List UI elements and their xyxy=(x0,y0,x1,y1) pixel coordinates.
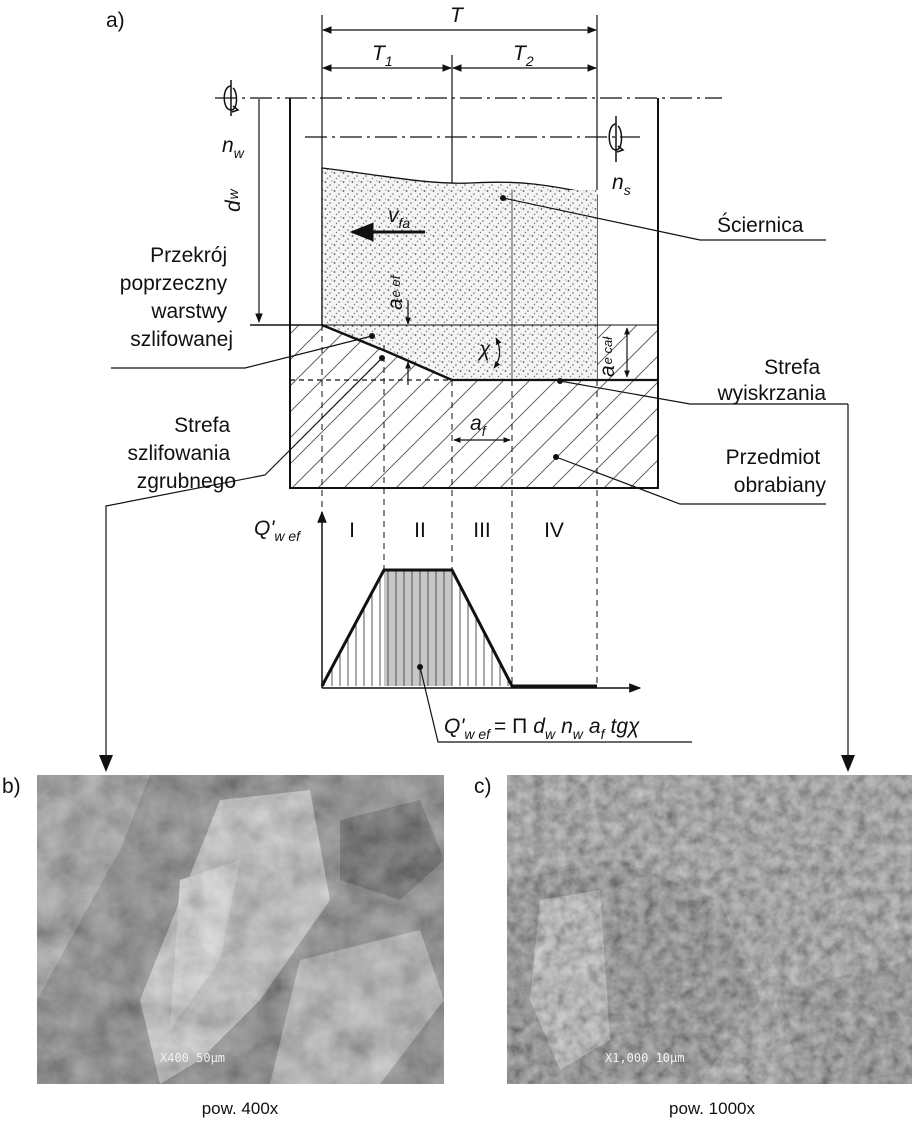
micrograph-b: X400 50μm xyxy=(37,775,444,1084)
micrograph-c-scale: X1,000 10μm xyxy=(605,1051,684,1065)
micrograph-b-scale: X400 50μm xyxy=(160,1051,225,1065)
label-chi: χ xyxy=(477,338,491,361)
ground-layer-section xyxy=(290,325,452,380)
label-ns: ns xyxy=(612,171,631,198)
formula-leader xyxy=(419,666,692,743)
graph-ylabel: Q'w ef xyxy=(254,517,302,544)
rotation-ns-icon xyxy=(608,116,625,162)
label-T2: T2 xyxy=(513,42,534,69)
leader-lines xyxy=(105,197,849,755)
panel-label-a: a) xyxy=(106,9,125,32)
caption-c: pow. 1000x xyxy=(669,1099,756,1118)
rotation-nw-icon xyxy=(223,80,240,116)
label-T: T xyxy=(450,4,465,27)
label-nw: nw xyxy=(222,134,245,161)
label-ae-cal: ae cał xyxy=(596,336,619,377)
label-rough-grinding: Strefa szlifowania zgrubnego xyxy=(127,414,236,493)
arrow-to-panel-b xyxy=(99,755,113,772)
label-workpiece: Przedmiot obrabiany xyxy=(726,446,827,497)
label-section: Przekrój poprzeczny warstwy szlifowanej xyxy=(120,244,233,351)
label-T1: T1 xyxy=(372,42,393,69)
graph-curve xyxy=(320,568,597,688)
label-vfa: vfa xyxy=(388,204,410,231)
label-spark-out: Strefa wyiskrzania xyxy=(716,356,826,405)
label-af: af xyxy=(470,412,488,439)
spark-out-zone-fill xyxy=(512,190,597,380)
zone-label-4: IV xyxy=(544,519,564,542)
panel-label-b: b) xyxy=(2,775,21,798)
label-dw: dw xyxy=(222,188,245,212)
chi-arc xyxy=(493,337,502,369)
micrograph-c: X1,000 10μm xyxy=(507,775,912,1084)
arrow-to-panel-c xyxy=(841,755,855,772)
wheel-bevel xyxy=(321,323,453,382)
zone-label-1: I xyxy=(349,519,355,542)
caption-b: pow. 400x xyxy=(202,1099,279,1118)
panel-label-c: c) xyxy=(474,775,492,798)
leader-dots xyxy=(369,195,563,460)
label-wheel: Ściernica xyxy=(717,213,804,237)
label-ae-ef: ae ef xyxy=(384,274,407,310)
workpiece-outline xyxy=(289,98,659,489)
zone-label-3: III xyxy=(473,519,491,542)
zone-label-2: II xyxy=(414,519,426,542)
